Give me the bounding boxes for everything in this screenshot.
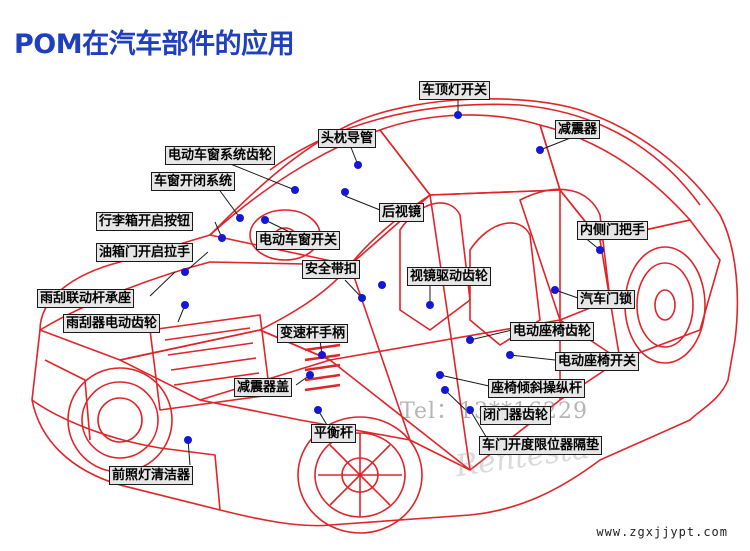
roof-line <box>269 103 701 206</box>
website-url: www.zgxjjypt.com <box>596 525 728 539</box>
dot-window-close <box>236 214 244 222</box>
dot-mirror-gear <box>426 301 434 309</box>
label-power-window-switch: 电动车窗开关 <box>256 231 341 250</box>
page-title: POM在汽车部件的应用 <box>14 29 295 60</box>
label-stabilizer-bar: 平衡杆 <box>311 424 357 443</box>
label-window-close-system: 车窗开闭系统 <box>151 172 236 191</box>
label-power-seat-gear: 电动座椅齿轮 <box>510 322 595 341</box>
label-door-limiter-pad: 车门开度限位器隔垫 <box>479 436 603 455</box>
dot-headlight-cleaner <box>184 436 192 444</box>
dot-seat-switch <box>506 351 514 359</box>
dot-regulator <box>441 386 449 394</box>
label-door-lock: 汽车门锁 <box>577 290 636 309</box>
dot-trunk <box>218 234 226 242</box>
label-fuel-door-handle: 油箱门开启拉手 <box>96 243 194 262</box>
dot-door-lock <box>551 286 559 294</box>
label-mirror-drive-gear: 视镜驱动齿轮 <box>407 267 492 286</box>
dot-seat-recline <box>436 371 444 379</box>
dot-window-gear <box>291 186 299 194</box>
dot-roof-light <box>454 111 462 119</box>
label-wiper-bearing: 雨刮联动杆承座 <box>37 289 135 308</box>
dot-seatbelt <box>378 281 386 289</box>
dot-door-limiter <box>466 406 474 414</box>
label-seat-recline-lever: 座椅倾斜操纵杆 <box>488 379 586 398</box>
car-body-outline <box>31 98 739 527</box>
dot-seatbelt-2 <box>358 294 366 302</box>
dot-shock-cap <box>306 371 314 379</box>
label-shock-absorber: 减震器 <box>555 120 601 139</box>
dot-headrest <box>354 161 362 169</box>
dot-mirror <box>341 188 349 196</box>
label-window-regulator-gear: 闭门器齿轮 <box>480 406 552 425</box>
label-rearview-mirror: 后视镜 <box>379 203 425 222</box>
label-inner-door-handle: 内侧门把手 <box>577 221 649 240</box>
side-window-front <box>379 114 561 196</box>
label-shift-handle: 变速杆手柄 <box>277 324 349 343</box>
label-power-seat-switch: 电动座椅开关 <box>555 352 640 371</box>
label-trunk-button: 行李箱开启按钮 <box>96 212 194 231</box>
label-headrest-tube: 头枕导管 <box>318 129 377 148</box>
dot-seat-gear <box>466 336 474 344</box>
label-wiper-gear: 雨刮器电动齿轮 <box>63 314 161 333</box>
dot-window-switch <box>261 216 269 224</box>
label-window-system-gear: 电动车窗系统齿轮 <box>165 146 276 165</box>
dot-wiper-gear <box>181 301 189 309</box>
label-seat-belt: 安全带扣 <box>302 260 361 279</box>
front-wheel <box>297 416 423 534</box>
label-roof-light-switch: 车顶灯开关 <box>419 81 491 100</box>
dot-inner-handle <box>596 246 604 254</box>
label-shock-cap: 减震器盖 <box>234 378 293 397</box>
label-headlight-cleaner: 前照灯清洁器 <box>109 466 194 485</box>
dot-fuel-door <box>181 268 189 276</box>
dot-stabilizer <box>314 406 322 414</box>
dot-shock-top <box>536 146 544 154</box>
dot-shift <box>318 351 326 359</box>
rear-seat <box>519 188 611 321</box>
front-bumper <box>31 399 221 511</box>
